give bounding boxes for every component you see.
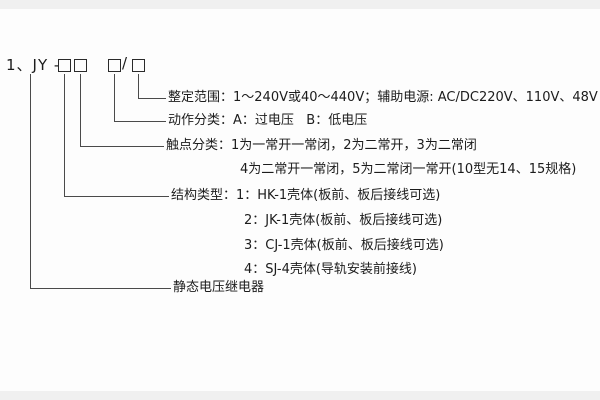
connector-contact-class [80,74,164,147]
connector-structure-type [64,74,169,197]
model-box-contact-class [74,59,87,72]
connector-product-name [30,74,171,289]
contact-class-line2: 4为二常开一常闭，5为二常闭一常开(10型无14、15规格) [240,162,577,177]
model-separator: / [122,54,128,72]
structure-type-line3: 3：CJ-1壳体(板前、板后接线可选) [244,238,444,253]
model-box-setting-range [132,59,145,72]
contact-class-line1: 触点分类：1为一常开一常闭，2为二常开，3为二常闭 [166,138,477,153]
model-box-action-class [108,59,121,72]
model-box-structure-type [58,59,71,72]
structure-type-line1: 结构类型：1：HK-1壳体(板前、板后接线可选) [171,188,441,203]
connector-setting-range [138,74,166,99]
structure-type-line2: 2：JK-1壳体(板前、板后接线可选) [244,213,443,228]
model-prefix: 1、JY - [6,56,61,74]
connector-action-class [114,74,166,122]
action-class-text: 动作分类：A：过电压 B：低电压 [168,113,368,128]
setting-range-text: 整定范围：1～240V或40～440V；辅助电源: AC/DC220V、110V… [168,90,598,105]
diagram-paper [0,9,600,391]
structure-type-line4: 4：SJ-4壳体(导轨安装前接线) [244,262,417,277]
product-name-text: 静态电压继电器 [173,280,265,295]
